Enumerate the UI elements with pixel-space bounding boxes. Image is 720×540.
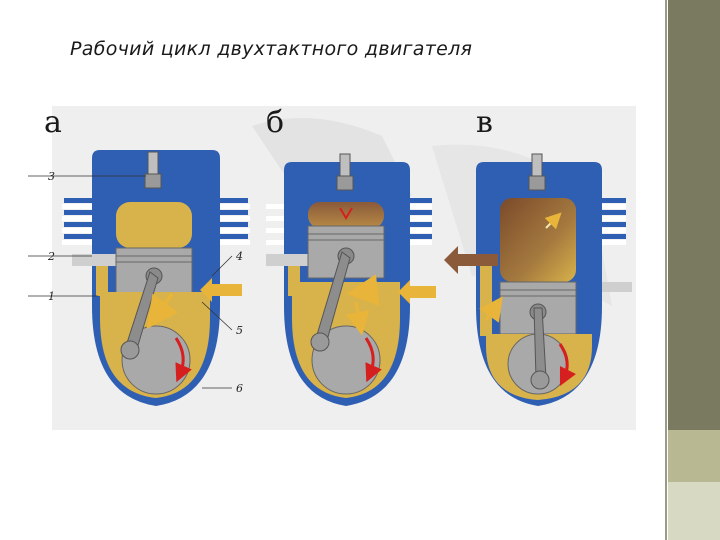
decorative-sidebar-dark	[668, 0, 720, 430]
slide-title: Рабочий цикл двухтактного двигателя	[70, 38, 473, 60]
panel-a: а	[28, 105, 250, 406]
combustion-chamber-b	[308, 202, 384, 228]
cooling-fins-c	[602, 204, 626, 245]
panel-letter-a: а	[44, 105, 62, 140]
spark-plug-c	[528, 153, 546, 191]
rotation-arrow-c	[558, 343, 577, 387]
callout-6: 6	[236, 382, 243, 395]
cooling-fins-a	[62, 204, 250, 245]
panel-b: б	[266, 105, 436, 406]
rotation-arrow-b	[364, 337, 382, 383]
combustion-chamber-c	[500, 198, 576, 282]
callout-3: 3	[48, 170, 55, 183]
panel-letter-b: б	[266, 105, 284, 140]
cooling-fins-b	[266, 204, 432, 245]
panel-c: в	[444, 105, 632, 406]
exhaust-port-b	[266, 254, 308, 266]
callout-1: 1	[48, 290, 55, 303]
transfer-channel-b	[288, 266, 300, 296]
decorative-sidebar-light	[668, 482, 720, 540]
callout-5: 5	[236, 324, 243, 337]
exhaust-port-a	[72, 254, 116, 266]
exhaust-arrow-c	[444, 246, 498, 274]
spark-plug-a	[144, 151, 162, 189]
slide-edge-line	[665, 0, 667, 540]
panel-letter-c: в	[476, 105, 493, 140]
transfer-channel-a	[96, 266, 108, 296]
combustion-chamber-a	[116, 202, 192, 248]
spark-plug-b	[336, 153, 354, 191]
intake-arrow-b	[398, 280, 436, 304]
decorative-sidebar-mid	[668, 430, 720, 482]
engine-cycle-figure: а	[28, 105, 636, 430]
callout-2: 2	[47, 250, 55, 263]
rotation-arrow-a	[174, 337, 192, 383]
transfer-channel-c	[480, 266, 492, 336]
engine-diagram-svg: а	[28, 105, 636, 430]
callout-4: 4	[235, 250, 243, 263]
intake-arrow-a	[200, 278, 242, 302]
